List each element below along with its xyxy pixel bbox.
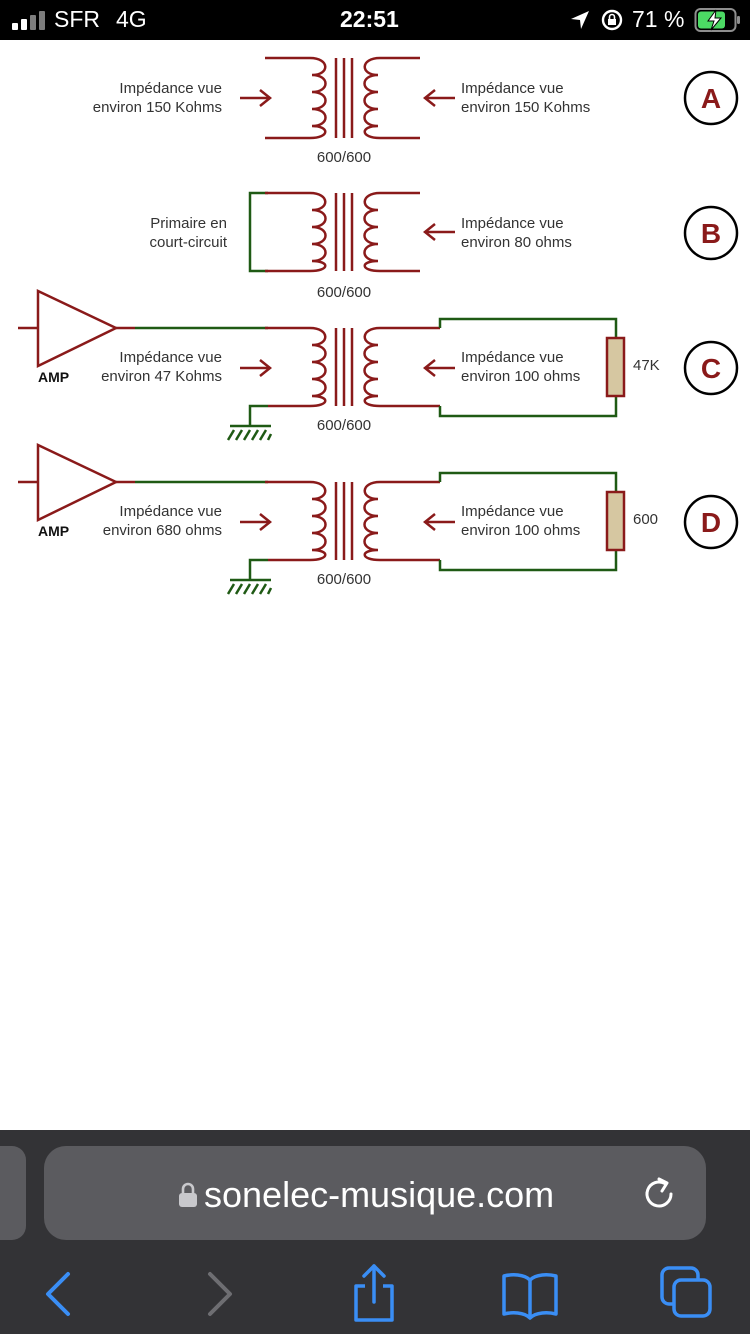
amp-label: AMP	[38, 369, 69, 385]
primary-coil	[265, 326, 327, 408]
arrow-head-icon	[259, 513, 273, 531]
badge-c	[683, 340, 739, 396]
load-wire	[438, 471, 618, 572]
circuit-c-right-label-1: Impédance vue	[461, 349, 564, 366]
circuit-c-left-label-1: Impédance vue	[119, 349, 222, 366]
short-circuit-wire	[248, 191, 268, 273]
secondary-coil	[363, 326, 440, 408]
circuit-a-left-label-1: Impédance vue	[119, 80, 222, 97]
battery-percent: 71 %	[632, 6, 685, 32]
status-bar: SFR 4G 22:51 71 %	[0, 0, 750, 40]
ground-icon	[226, 424, 273, 441]
circuit-d-right-label-1: Impédance vue	[461, 503, 564, 520]
primary-coil	[265, 56, 327, 140]
amp-triangle	[36, 443, 119, 522]
badge-b	[683, 205, 739, 261]
ground-wire	[248, 558, 268, 579]
arrow-head-icon	[422, 513, 436, 531]
primary-coil	[265, 191, 327, 273]
circuit-a-right-label-1: Impédance vue	[461, 80, 564, 97]
circuit-c-right-label-2: environ 100 ohms	[461, 368, 580, 385]
clock: 22:51	[340, 6, 399, 32]
amp-triangle	[36, 289, 119, 368]
ground-wire	[248, 404, 268, 425]
tabs-icon[interactable]	[656, 1264, 716, 1324]
circuit-d-left-label-2: environ 680 ohms	[103, 522, 222, 539]
circuit-b-ratio: 600/600	[317, 284, 371, 301]
reload-icon[interactable]	[640, 1174, 680, 1214]
badge-b-label: B	[701, 218, 721, 249]
bookmarks-icon[interactable]	[500, 1264, 560, 1324]
primary-coil	[265, 480, 327, 562]
badge-d-label: D	[701, 507, 721, 538]
previous-tab-pill[interactable]	[0, 1146, 26, 1240]
circuit-c-ratio: 600/600	[317, 417, 371, 434]
circuit-a-ratio: 600/600	[317, 149, 371, 166]
resistor	[605, 336, 626, 398]
network-label: 4G	[116, 6, 147, 32]
arrow-head-icon	[422, 359, 436, 377]
circuit-b-left-label-1: Primaire en	[150, 215, 227, 232]
arrow-head-icon	[422, 223, 436, 241]
location-arrow-icon	[571, 11, 589, 29]
arrow-head-icon	[422, 89, 436, 107]
ground-icon	[226, 578, 273, 595]
resistor-value: 600	[633, 511, 658, 528]
secondary-coil	[363, 480, 440, 562]
url-text[interactable]: sonelec-musique.com	[204, 1174, 555, 1215]
back-icon[interactable]	[28, 1264, 88, 1324]
arrow-head-icon	[259, 89, 273, 107]
battery-charging-icon	[694, 8, 740, 32]
lock-icon	[179, 1182, 197, 1207]
badge-c-label: C	[701, 353, 721, 384]
circuit-a-right-label-2: environ 150 Kohms	[461, 99, 590, 116]
address-bar[interactable]	[44, 1146, 706, 1240]
circuit-a: Impédance vue environ 150 Kohms Impédanc…	[93, 56, 739, 166]
secondary-coil	[363, 191, 420, 273]
browser-toolbar: sonelec-musique.com	[0, 1130, 750, 1334]
orientation-lock-icon	[601, 9, 623, 31]
badge-a-label: A	[701, 83, 721, 114]
load-wire	[438, 317, 618, 418]
circuit-c-left-label-2: environ 47 Kohms	[101, 368, 222, 385]
circuit-b: Primaire en court-circuit Impédance vue …	[149, 191, 739, 301]
circuit-d-ratio: 600/600	[317, 571, 371, 588]
forward-icon[interactable]	[188, 1264, 248, 1324]
badge-a	[683, 70, 739, 126]
circuit-a-left-label-2: environ 150 Kohms	[93, 99, 222, 116]
amp-label: AMP	[38, 523, 69, 539]
resistor	[605, 490, 626, 552]
circuit-b-right-label-2: environ 80 ohms	[461, 234, 572, 251]
circuit-d: AMP Impédance vue environ 680 ohms 600 I…	[18, 443, 739, 595]
carrier-label: SFR	[54, 6, 100, 32]
circuit-d-left-label-1: Impédance vue	[119, 503, 222, 520]
resistor-value: 47K	[633, 357, 660, 374]
circuit-diagram: Impédance vue environ 150 Kohms Impédanc…	[0, 40, 750, 640]
circuit-d-right-label-2: environ 100 ohms	[461, 522, 580, 539]
share-icon[interactable]	[344, 1264, 404, 1324]
circuit-b-left-label-2: court-circuit	[149, 234, 227, 251]
circuit-c: AMP Impédance vue environ 47 Kohms 47K I…	[18, 289, 739, 441]
badge-d	[683, 494, 739, 550]
arrow-head-icon	[259, 359, 273, 377]
secondary-coil	[363, 56, 420, 140]
circuit-b-right-label-1: Impédance vue	[461, 215, 564, 232]
signal-icon	[12, 11, 45, 30]
